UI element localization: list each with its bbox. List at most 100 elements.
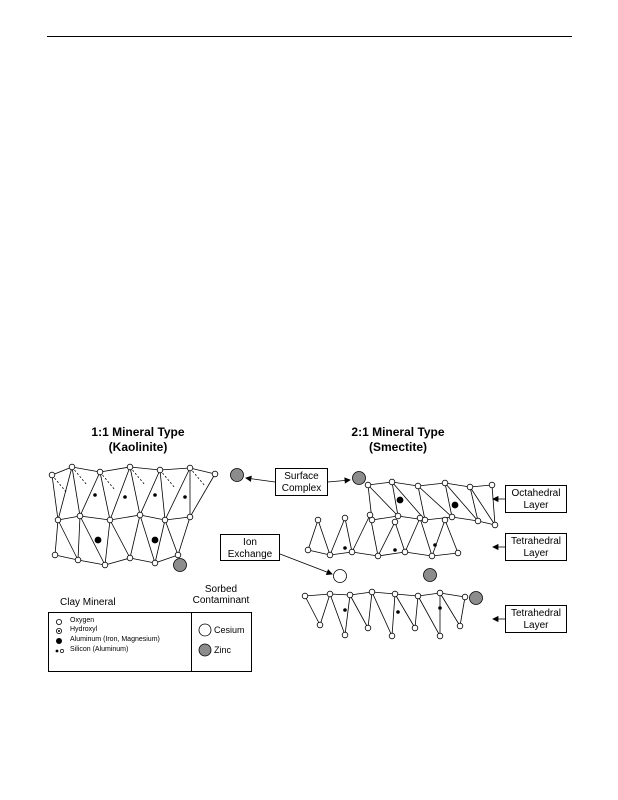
- arrow-ion-exchange-head: [325, 569, 333, 575]
- oxygen-atom: [436, 589, 444, 597]
- oxygen-atom: [106, 516, 114, 524]
- bond-line: [79, 515, 106, 566]
- bond-line: [431, 552, 459, 557]
- bond-line: [129, 514, 141, 559]
- oxygen-atom: [326, 590, 334, 598]
- bond-line: [329, 593, 351, 596]
- smectite-title-line2: (Smectite): [368, 440, 427, 454]
- bond-line: [99, 466, 131, 473]
- bond-line: [377, 521, 396, 557]
- bond-line: [367, 591, 373, 629]
- bond-line: [329, 593, 346, 636]
- tetrahedral-top-line2: Layer: [523, 548, 549, 559]
- bond-line: [304, 595, 321, 626]
- oxygen-atom: [186, 464, 194, 472]
- oxygen-atom: [136, 511, 144, 519]
- oxygen-atom: [304, 546, 312, 554]
- silicon-atom: [93, 493, 97, 497]
- arrow-surface-left-head: [245, 475, 252, 482]
- oxygen-atom: [101, 561, 109, 569]
- bond-line: [444, 482, 453, 518]
- arrow-ion-exchange: [279, 553, 333, 575]
- oxygen-atom: [441, 516, 449, 524]
- oxygen-atom: [388, 478, 396, 486]
- bond-line: [57, 466, 73, 521]
- bond-line: [71, 466, 81, 517]
- oxygen-atom: [48, 471, 56, 479]
- oxygen-atom: [456, 622, 464, 630]
- bond-line: [159, 467, 191, 471]
- arrow-surface-right-head: [344, 477, 351, 484]
- bond-line: [129, 466, 161, 471]
- bond-line: [109, 514, 141, 521]
- octahedral-line1: Octahedral: [511, 488, 561, 499]
- bond-line: [79, 515, 111, 521]
- oxygen-atom: [461, 593, 469, 601]
- bond-line: [329, 551, 353, 556]
- bond-line: [177, 516, 191, 556]
- clay-mineral-heading: Clay Mineral: [60, 597, 116, 608]
- zinc-atom: [469, 591, 483, 605]
- bond-line: [451, 516, 479, 522]
- oxygen-atom: [346, 591, 354, 599]
- bond-line: [109, 466, 131, 521]
- zinc-atom: [173, 558, 187, 572]
- oxygen-atom: [156, 466, 164, 474]
- silicon-atom: [433, 543, 437, 547]
- silicon-atom: [343, 546, 347, 550]
- bond-line: [439, 592, 461, 627]
- oxygen-atom: [316, 621, 324, 629]
- bond-line: [99, 471, 111, 521]
- bond-line: [51, 466, 73, 476]
- oxygen-atom: [54, 516, 62, 524]
- octahedral-layer-label: Octahedral Layer: [505, 485, 567, 513]
- oxygen-atom: [491, 521, 499, 529]
- bond-line: [394, 593, 416, 629]
- bond-line: [444, 519, 459, 554]
- bond-line: [417, 485, 426, 521]
- bond-line: [139, 514, 166, 521]
- oxygen-atom: [126, 463, 134, 471]
- oxygen-atom: [341, 514, 349, 522]
- oxygen-atom: [448, 513, 456, 521]
- silicon-atom: [393, 548, 397, 552]
- oxygen-atom: [211, 470, 219, 478]
- bond-line: [139, 514, 156, 564]
- oxygen-atom: [414, 592, 422, 600]
- aluminum-atom: [151, 536, 159, 544]
- bond-line: [404, 517, 421, 553]
- bond-line: [159, 469, 166, 521]
- oxygen-icon: [56, 619, 62, 625]
- bond-line: [104, 557, 131, 566]
- bond-line: [139, 469, 161, 516]
- silicon-atom: [153, 493, 157, 497]
- aluminum-tetra-icon: [60, 649, 64, 653]
- zinc-atom: [230, 468, 244, 482]
- oxygen-atom: [388, 632, 396, 640]
- arrow-octahedral-head: [492, 495, 499, 503]
- oxygen-atom: [174, 551, 182, 559]
- bond-line: [154, 554, 179, 564]
- silicon-atom: [183, 495, 187, 499]
- octahedral-line2: Layer: [523, 500, 549, 511]
- bond-line: [371, 515, 399, 521]
- bond-line: [351, 551, 379, 557]
- bond-line: [431, 519, 446, 557]
- oxygen-atom: [368, 588, 376, 596]
- bond-line: [444, 482, 471, 488]
- bond-line: [391, 593, 396, 637]
- legend-aluminum: Aluminum (Iron, Magnesium): [70, 636, 160, 643]
- bond-line: [189, 467, 216, 475]
- bond-line: [307, 549, 331, 556]
- aluminum-icon: [56, 638, 62, 644]
- oxygen-atom: [401, 548, 409, 556]
- legend-hydroxyl: Hydroxyl: [70, 626, 98, 633]
- bond-line: [419, 517, 433, 557]
- bond-line: [349, 594, 369, 629]
- bond-line: [459, 596, 466, 627]
- oxygen-atom: [151, 559, 159, 567]
- bond-line: [424, 516, 453, 521]
- bond-line: [414, 595, 419, 629]
- oxygen-atom: [466, 483, 474, 491]
